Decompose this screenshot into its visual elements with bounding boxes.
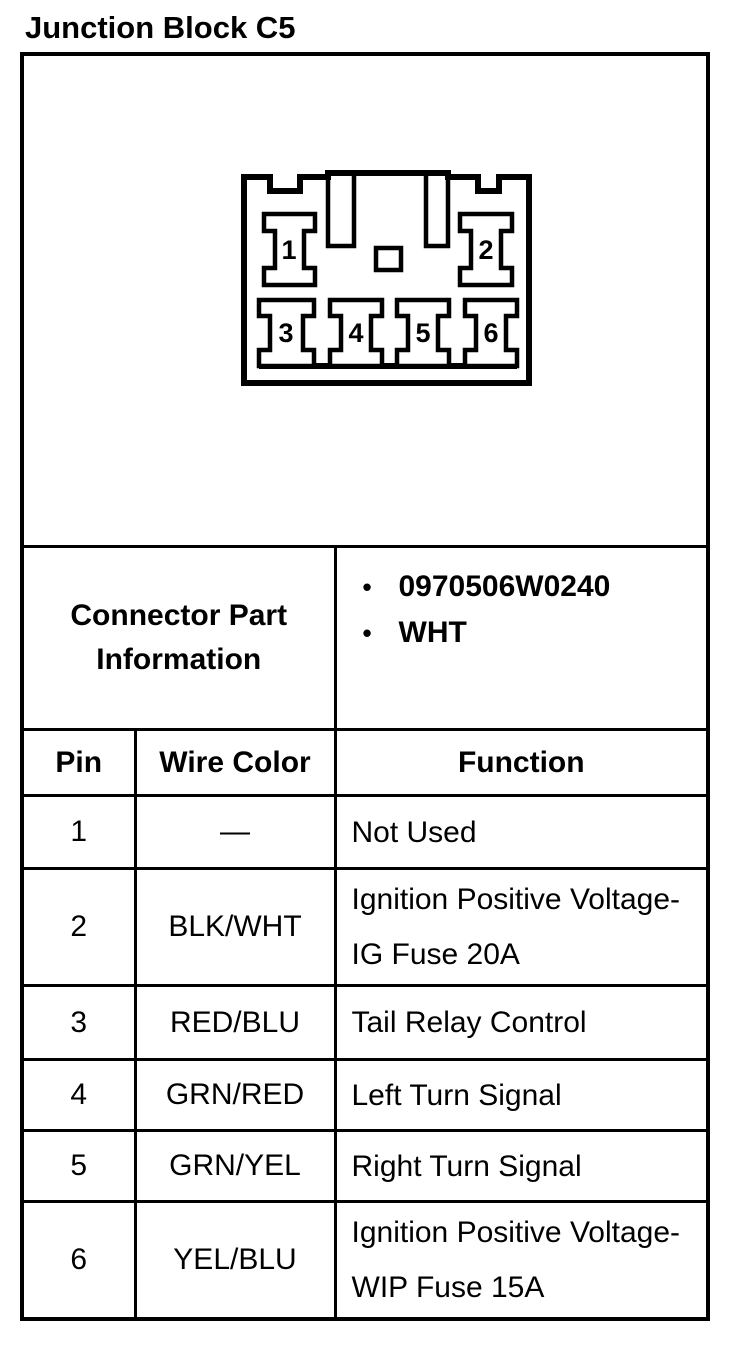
table-row: 4 GRN/RED Left Turn Signal bbox=[20, 1058, 710, 1132]
connector-color-value: WHT bbox=[398, 616, 467, 649]
table-row: 6 YEL/BLU Ignition Positive Voltage-WIP … bbox=[20, 1200, 710, 1321]
pin-terminal-5 bbox=[394, 297, 452, 369]
function-text: Not Used bbox=[351, 815, 477, 849]
function-cell: Right Turn Signal bbox=[333, 1129, 710, 1203]
table-row: 1 — Not Used bbox=[20, 794, 710, 870]
connector-pinout-table: 1 2 3 4 5 6 Connector Part Information •… bbox=[20, 52, 711, 1321]
pin-terminal-2 bbox=[457, 211, 515, 288]
pin-label-5: 5 bbox=[415, 318, 430, 348]
table-row: 3 RED/BLU Tail Relay Control bbox=[20, 984, 710, 1061]
function-cell: Tail Relay Control bbox=[333, 984, 710, 1061]
table-row: 5 GRN/YEL Right Turn Signal bbox=[20, 1129, 710, 1203]
header-pin: Pin bbox=[20, 728, 137, 797]
pin-terminal-1 bbox=[261, 211, 318, 288]
function-text: Ignition Positive Voltage-WIP Fuse 15A bbox=[351, 1216, 681, 1304]
pin-label-4: 4 bbox=[348, 318, 363, 348]
part-info-row: Connector Part Information • 0970506W024… bbox=[20, 545, 710, 731]
pin-cell: 2 bbox=[20, 867, 137, 987]
diagram-row: 1 2 3 4 5 6 bbox=[20, 52, 710, 548]
function-cell: Ignition Positive Voltage-WIP Fuse 15A bbox=[333, 1200, 710, 1321]
part-info-title-cell: Connector Part Information bbox=[20, 545, 337, 731]
connector-color-item: • WHT bbox=[362, 610, 706, 656]
table-header-row: Pin Wire Color Function bbox=[20, 728, 710, 797]
connector-slot-right-icon bbox=[423, 175, 451, 249]
bullet-icon: • bbox=[362, 618, 372, 648]
part-number-value: 0970506W0240 bbox=[398, 570, 611, 603]
bullet-icon: • bbox=[362, 572, 372, 602]
function-text: Right Turn Signal bbox=[351, 1149, 582, 1183]
pin-cell: 1 bbox=[20, 794, 137, 870]
pin-label-1: 1 bbox=[281, 235, 296, 265]
connector-diagram-cell: 1 2 3 4 5 6 bbox=[20, 52, 710, 548]
wire-color-cell: — bbox=[133, 794, 337, 870]
wire-color-cell: YEL/BLU bbox=[133, 1200, 337, 1321]
part-number-item: • 0970506W0240 bbox=[362, 564, 706, 610]
connector-diagram: 1 2 3 4 5 6 bbox=[241, 170, 532, 386]
part-info-title: Connector Part Information bbox=[70, 599, 288, 676]
function-cell: Left Turn Signal bbox=[333, 1058, 710, 1132]
pin-label-3: 3 bbox=[278, 318, 293, 348]
pin-cell: 3 bbox=[20, 984, 137, 1061]
table-row: 2 BLK/WHT Ignition Positive Voltage-IG F… bbox=[20, 867, 710, 987]
function-text: Left Turn Signal bbox=[351, 1078, 562, 1112]
wire-color-cell: GRN/RED bbox=[133, 1058, 337, 1132]
function-text: Tail Relay Control bbox=[351, 1006, 587, 1039]
header-function: Function bbox=[333, 728, 710, 797]
header-wire-color: Wire Color bbox=[133, 728, 337, 797]
pin-label-6: 6 bbox=[483, 318, 498, 348]
wire-color-cell: BLK/WHT bbox=[133, 867, 337, 987]
pin-terminal-4 bbox=[327, 297, 385, 369]
wire-color-cell: GRN/YEL bbox=[133, 1129, 337, 1203]
connector-center-square-icon bbox=[373, 245, 404, 273]
page-title: Junction Block C5 bbox=[25, 10, 296, 45]
pin-cell: 4 bbox=[20, 1058, 137, 1132]
pin-cell: 6 bbox=[20, 1200, 137, 1321]
connector-slot-left-icon bbox=[325, 175, 357, 249]
wire-color-cell: RED/BLU bbox=[133, 984, 337, 1061]
pin-terminal-3 bbox=[256, 297, 317, 369]
pin-label-2: 2 bbox=[478, 235, 493, 265]
function-text: Ignition Positive Voltage-IG Fuse 20A bbox=[351, 883, 681, 971]
pin-terminal-6 bbox=[462, 297, 520, 369]
pin-cell: 5 bbox=[20, 1129, 137, 1203]
function-cell: Not Used bbox=[333, 794, 710, 870]
part-info-bullet-list: • 0970506W0240 • WHT bbox=[338, 550, 706, 657]
function-cell: Ignition Positive Voltage-IG Fuse 20A bbox=[333, 867, 710, 987]
part-info-values-cell: • 0970506W0240 • WHT bbox=[333, 545, 710, 731]
